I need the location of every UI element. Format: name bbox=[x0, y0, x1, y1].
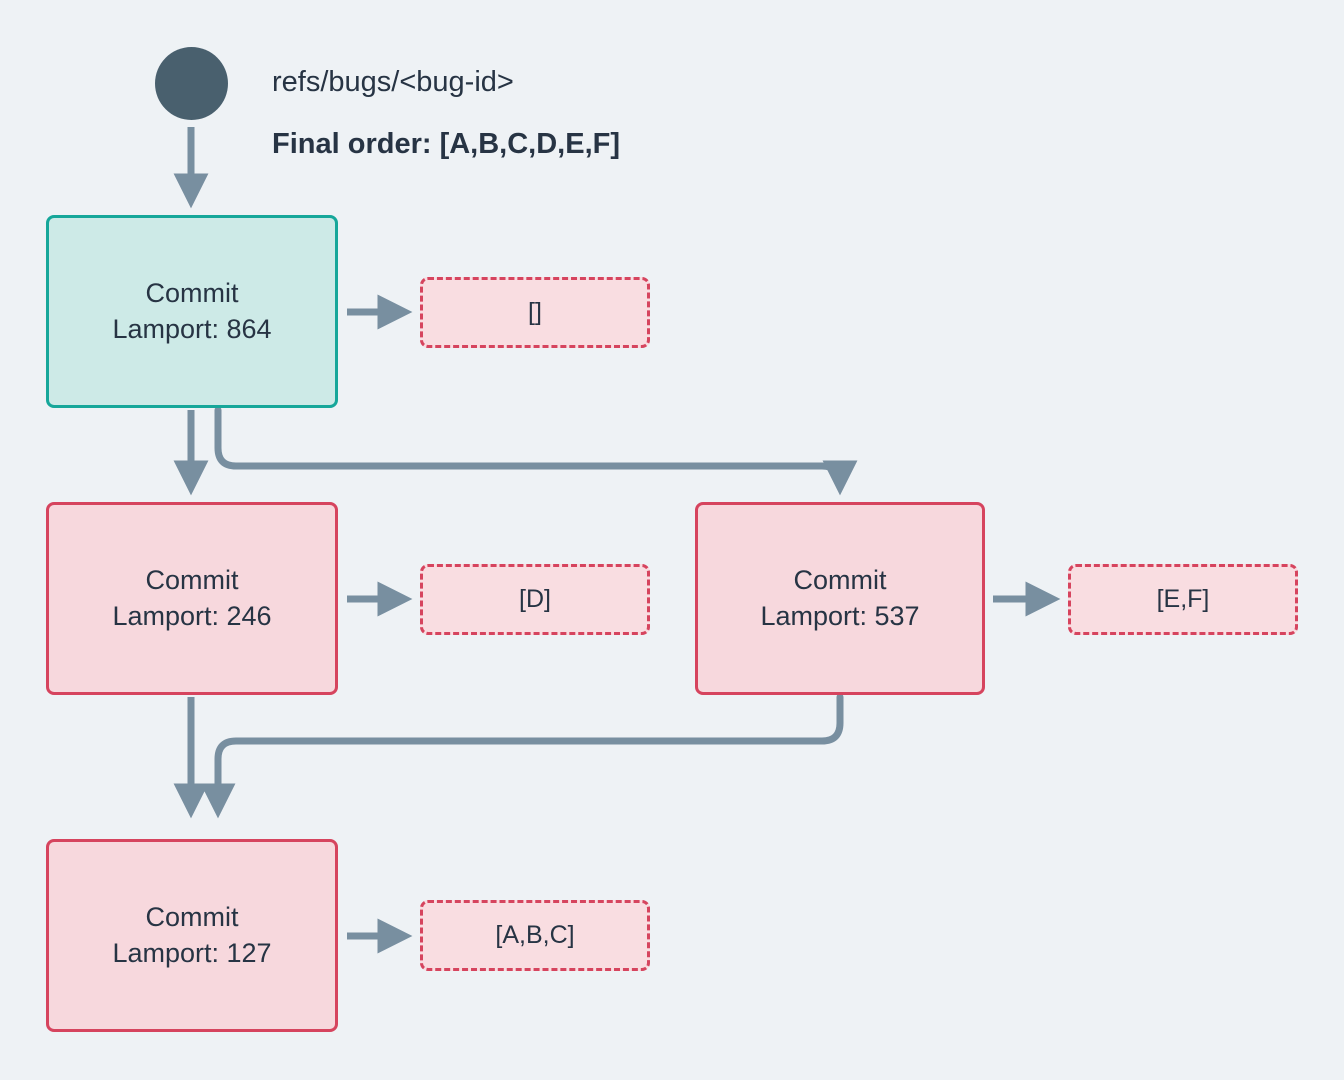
edge-commit-864-to-commit-537 bbox=[214, 406, 858, 496]
commit-node-864[interactable]: Commit Lamport: 864 bbox=[46, 215, 338, 408]
commit-node-537-line1: Commit bbox=[793, 564, 887, 595]
commit-node-246-line2: Lamport: 246 bbox=[112, 600, 272, 631]
tag-box-246[interactable]: [D] bbox=[420, 564, 650, 635]
tag-box-127-label: [A,B,C] bbox=[495, 921, 575, 949]
commit-node-537[interactable]: Commit Lamport: 537 bbox=[695, 502, 985, 695]
commit-node-127-line2: Lamport: 127 bbox=[112, 937, 272, 968]
root-node[interactable] bbox=[155, 47, 228, 120]
commit-node-246[interactable]: Commit Lamport: 246 bbox=[46, 502, 338, 695]
tag-box-127[interactable]: [A,B,C] bbox=[420, 900, 650, 971]
tag-box-864[interactable]: [] bbox=[420, 277, 650, 348]
tag-box-537[interactable]: [E,F] bbox=[1068, 564, 1298, 635]
commit-node-127[interactable]: Commit Lamport: 127 bbox=[46, 839, 338, 1032]
tag-box-864-label: [] bbox=[528, 298, 542, 326]
tag-box-246-label: [D] bbox=[519, 585, 551, 613]
commit-node-537-line2: Lamport: 537 bbox=[760, 600, 920, 631]
tag-box-537-label: [E,F] bbox=[1156, 585, 1210, 613]
commit-node-864-line2: Lamport: 864 bbox=[112, 313, 272, 344]
final-order-label: Final order: [A,B,C,D,E,F] bbox=[272, 128, 620, 160]
commit-node-246-line1: Commit bbox=[145, 564, 239, 595]
ref-path-label: refs/bugs/<bug-id> bbox=[272, 66, 514, 98]
edge-commit-537-to-commit-127 bbox=[200, 693, 844, 819]
commit-node-864-line1: Commit bbox=[145, 277, 239, 308]
commit-node-127-line1: Commit bbox=[145, 901, 239, 932]
